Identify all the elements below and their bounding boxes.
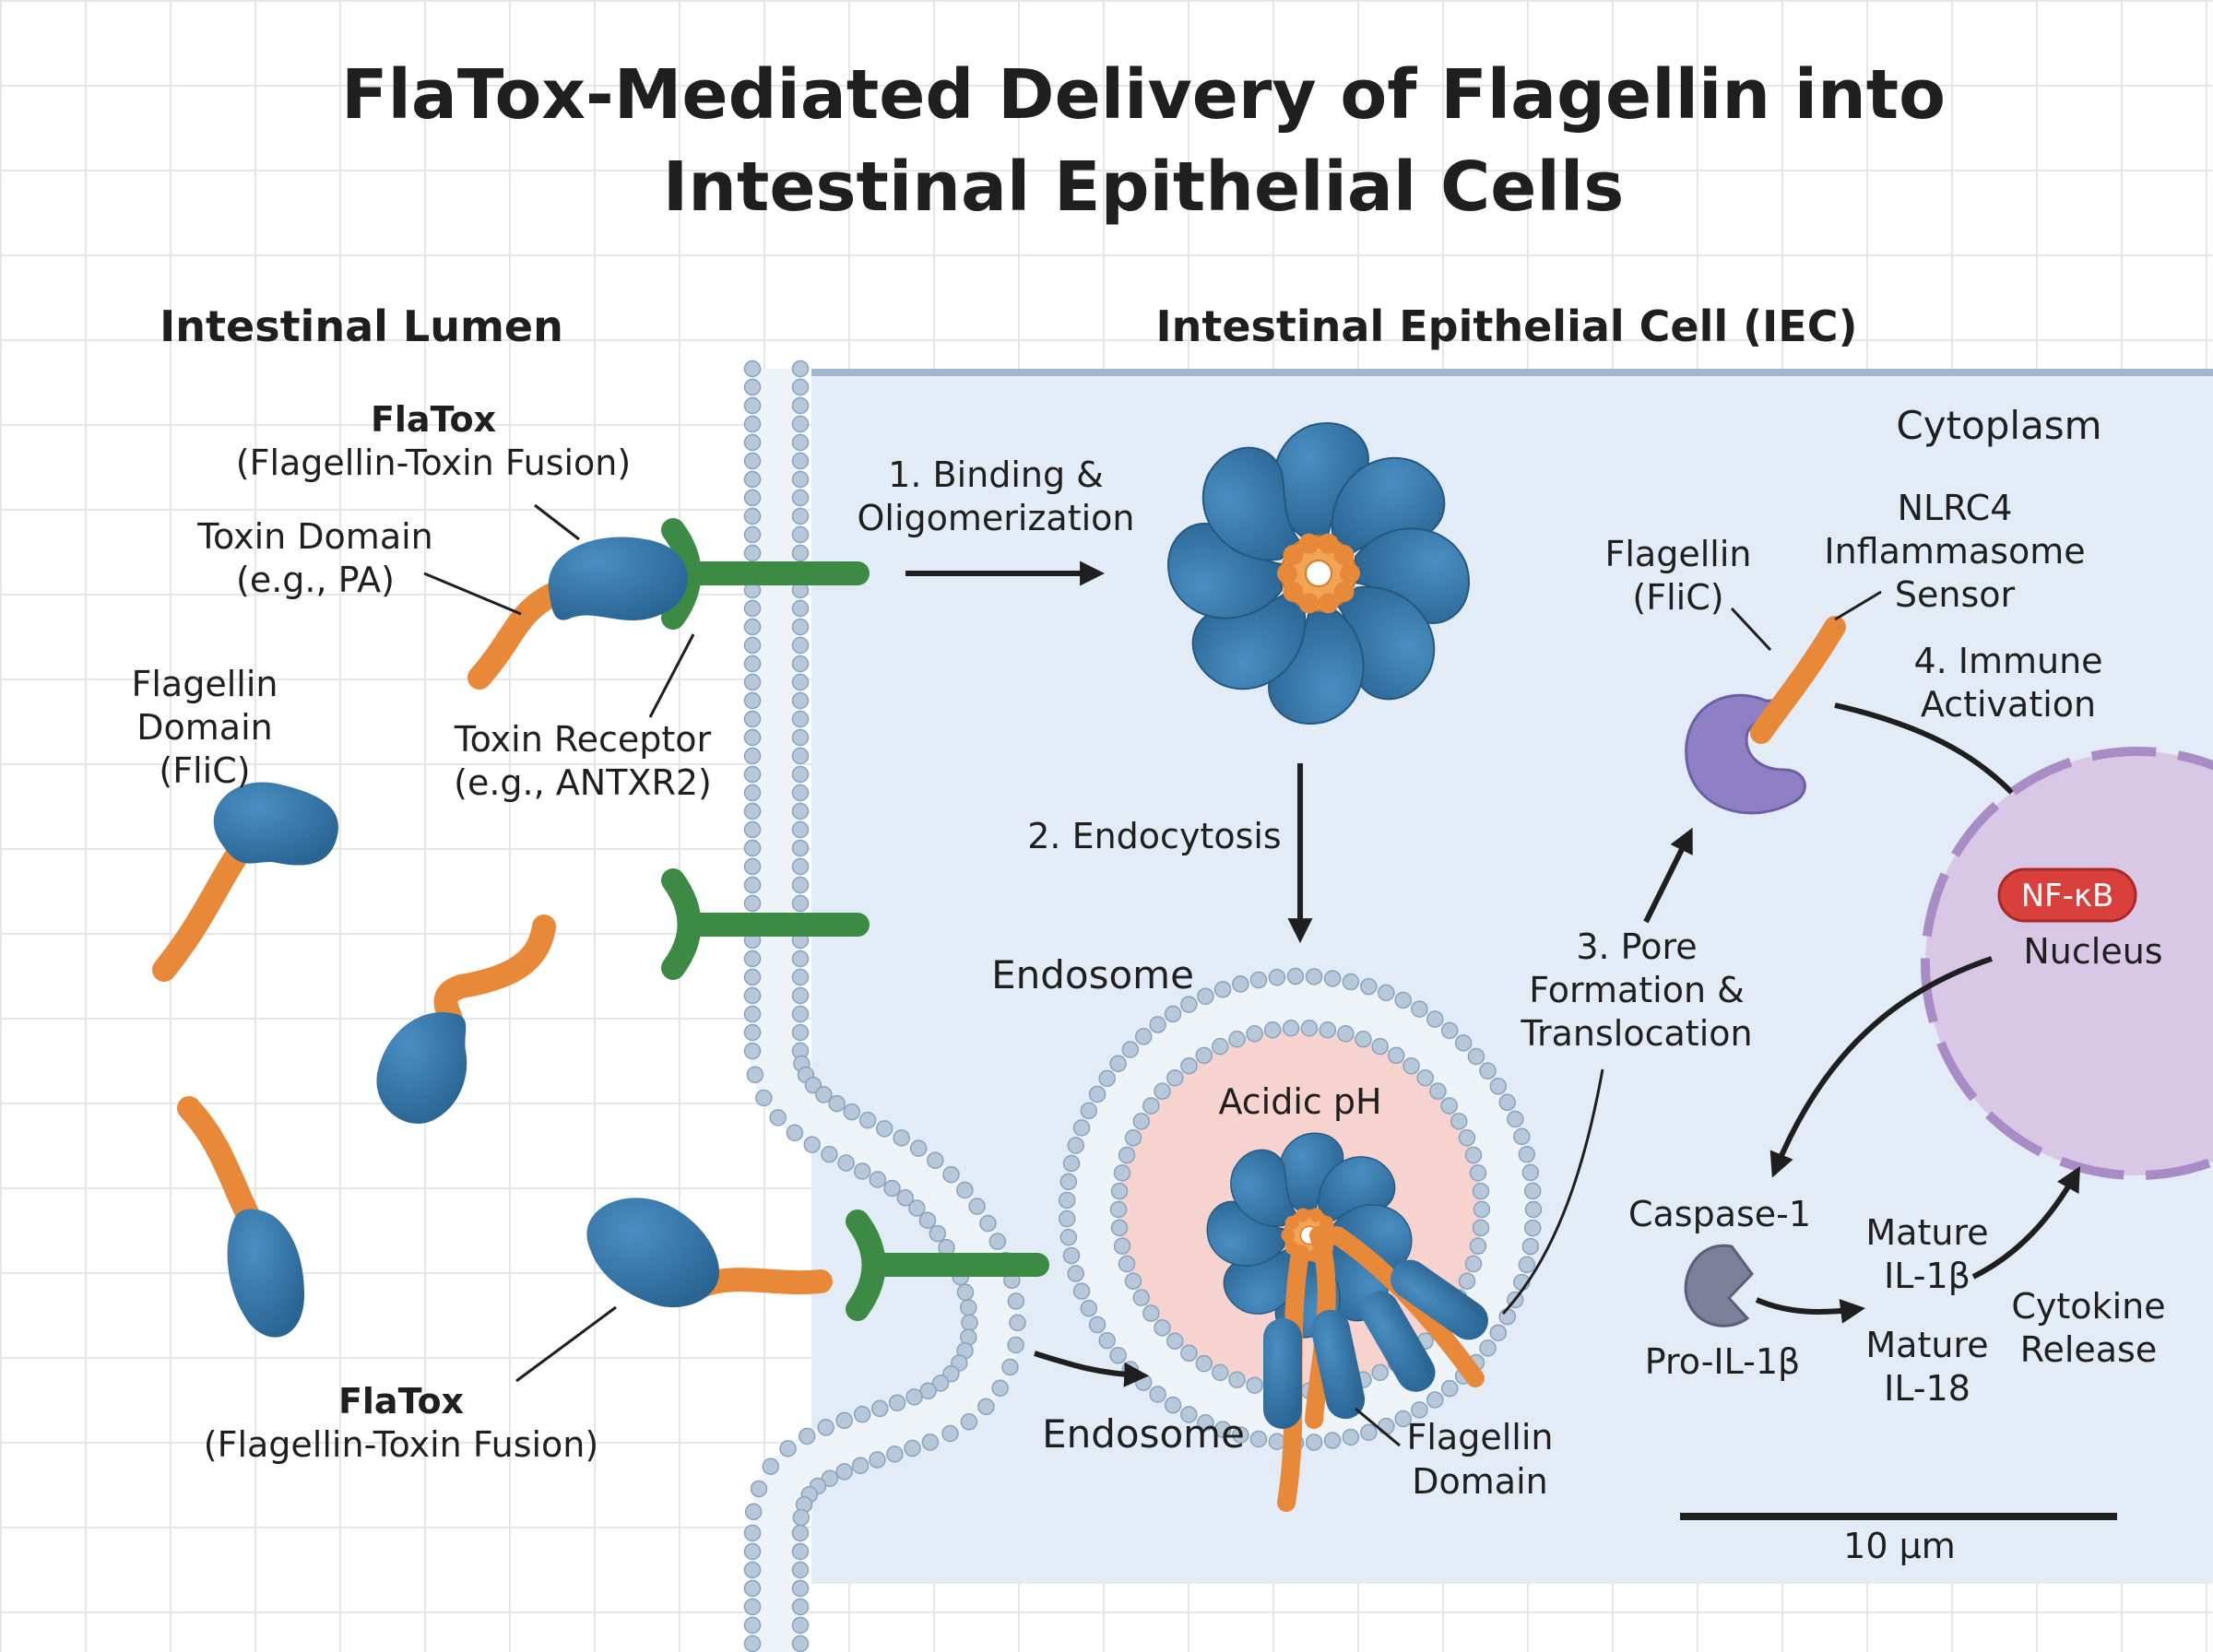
flatox-molecule-free-1 (152, 782, 338, 982)
endosome-flagellin-label-2: Domain (1412, 1461, 1547, 1502)
toxin-receptor-3 (846, 1210, 1049, 1321)
step3-curve (1501, 1068, 1604, 1316)
flagellin-domain-label-2: Domain (136, 707, 272, 748)
nfkb-badge (1997, 867, 2137, 923)
flagellin-domain-label-1: Flagellin (132, 664, 278, 704)
toxin-receptor-1 (661, 518, 870, 630)
cytokine-label-1: Cytokine (2011, 1286, 2165, 1327)
lumen-heading: Intestinal Lumen (160, 301, 563, 351)
flatox-molecule-free-2 (376, 914, 556, 1124)
toxin-domain-label-1: Toxin Domain (196, 516, 433, 557)
step1-label-1: 1. Binding & (888, 454, 1104, 495)
flatox-molecule-bound (467, 537, 688, 690)
mature-il1b-label-1: Mature (1865, 1212, 1988, 1253)
receptor-label-1: Toxin Receptor (454, 719, 712, 760)
nlrc4-sensor (1685, 694, 1806, 815)
mature-il18-label-1: Mature (1865, 1325, 1988, 1365)
cytokine-label-2: Release (2020, 1329, 2157, 1370)
flatox-top-name: FlaTox (371, 399, 496, 440)
cytoplasm-flagellin (1750, 616, 1846, 744)
caspase-label: Caspase-1 (1628, 1194, 1811, 1234)
plasma-membrane (750, 369, 1021, 1652)
nfkb-label: NF-κB (2021, 878, 2114, 914)
nlrc4-label-3: Sensor (1895, 574, 2016, 615)
mature-il1b-label-2: IL-1β (1884, 1256, 1970, 1296)
cell-heading: Intestinal Epithelial Cell (IEC) (1155, 301, 1857, 351)
mature-il18-label-2: IL-18 (1884, 1368, 1970, 1409)
nucleus-to-caspase-arrow (1769, 956, 1993, 1178)
flatox-molecule-bottom (586, 1198, 833, 1308)
receptor-label-2: (e.g., ANTXR2) (454, 762, 712, 803)
toxin-receptor-2 (661, 868, 870, 980)
endosome-lipid-heads (1058, 967, 1543, 1452)
endocytosis-entry-arrow (1034, 1351, 1150, 1387)
nlrc4-label-1: NLRC4 (1898, 488, 2013, 528)
title-line-1: FlaTox-Mediated Delivery of Flagellin in… (341, 55, 1946, 135)
step3-label-2: Formation & (1529, 970, 1745, 1010)
step2-label: 2. Endocytosis (1027, 816, 1281, 856)
flatox-molecule-free-3 (177, 1096, 304, 1338)
caspase-to-il-arrow (1755, 1297, 1866, 1324)
flatox-heptamer (1167, 422, 1470, 725)
step3-label-3: Translocation (1520, 1013, 1752, 1054)
caspase-icon (1684, 1244, 1754, 1328)
nucleus (1921, 747, 2213, 1180)
acidic-ph-label: Acidic pH (1218, 1081, 1381, 1122)
endosome-top-label: Endosome (991, 952, 1194, 997)
step3-label-1: 3. Pore (1576, 926, 1697, 967)
step4-label-2: Activation (1921, 684, 2096, 725)
endosome-bottom-label: Endosome (1042, 1411, 1245, 1457)
endosome-flagellin-label-1: Flagellin (1407, 1417, 1554, 1457)
flatox-bottom-desc: (Flagellin-Toxin Fusion) (204, 1424, 598, 1465)
nlrc4-label-2: Inflammasome (1824, 531, 2085, 572)
cyto-flagellin-label-1: Flagellin (1605, 534, 1752, 574)
title-line-2: Intestinal Epithelial Cells (663, 148, 1625, 227)
step4-label-1: 4. Immune (1913, 641, 2102, 681)
flagellin-domain-label-3: (FliC) (159, 750, 250, 791)
pore-flagellins (1263, 1226, 1488, 1512)
cytokine-release-arrow (1971, 1165, 2080, 1280)
nucleus-label: Nucleus (2023, 931, 2162, 972)
pro-il1b-label: Pro-IL-1β (1645, 1341, 1801, 1382)
flatox-bottom-name: FlaTox (338, 1381, 464, 1422)
membrane-lipid-heads (743, 360, 1026, 1652)
flatox-top-desc: (Flagellin-Toxin Fusion) (236, 442, 631, 483)
cytoplasm-label: Cytoplasm (1896, 403, 2101, 448)
toxin-domain-label-2: (e.g., PA) (236, 560, 395, 600)
step3-arrow (1643, 827, 1693, 924)
cyto-flagellin-label-2: (FliC) (1632, 577, 1723, 618)
step1-label-2: Oligomerization (858, 498, 1135, 538)
scale-bar-label: 10 μm (1843, 1526, 1956, 1566)
